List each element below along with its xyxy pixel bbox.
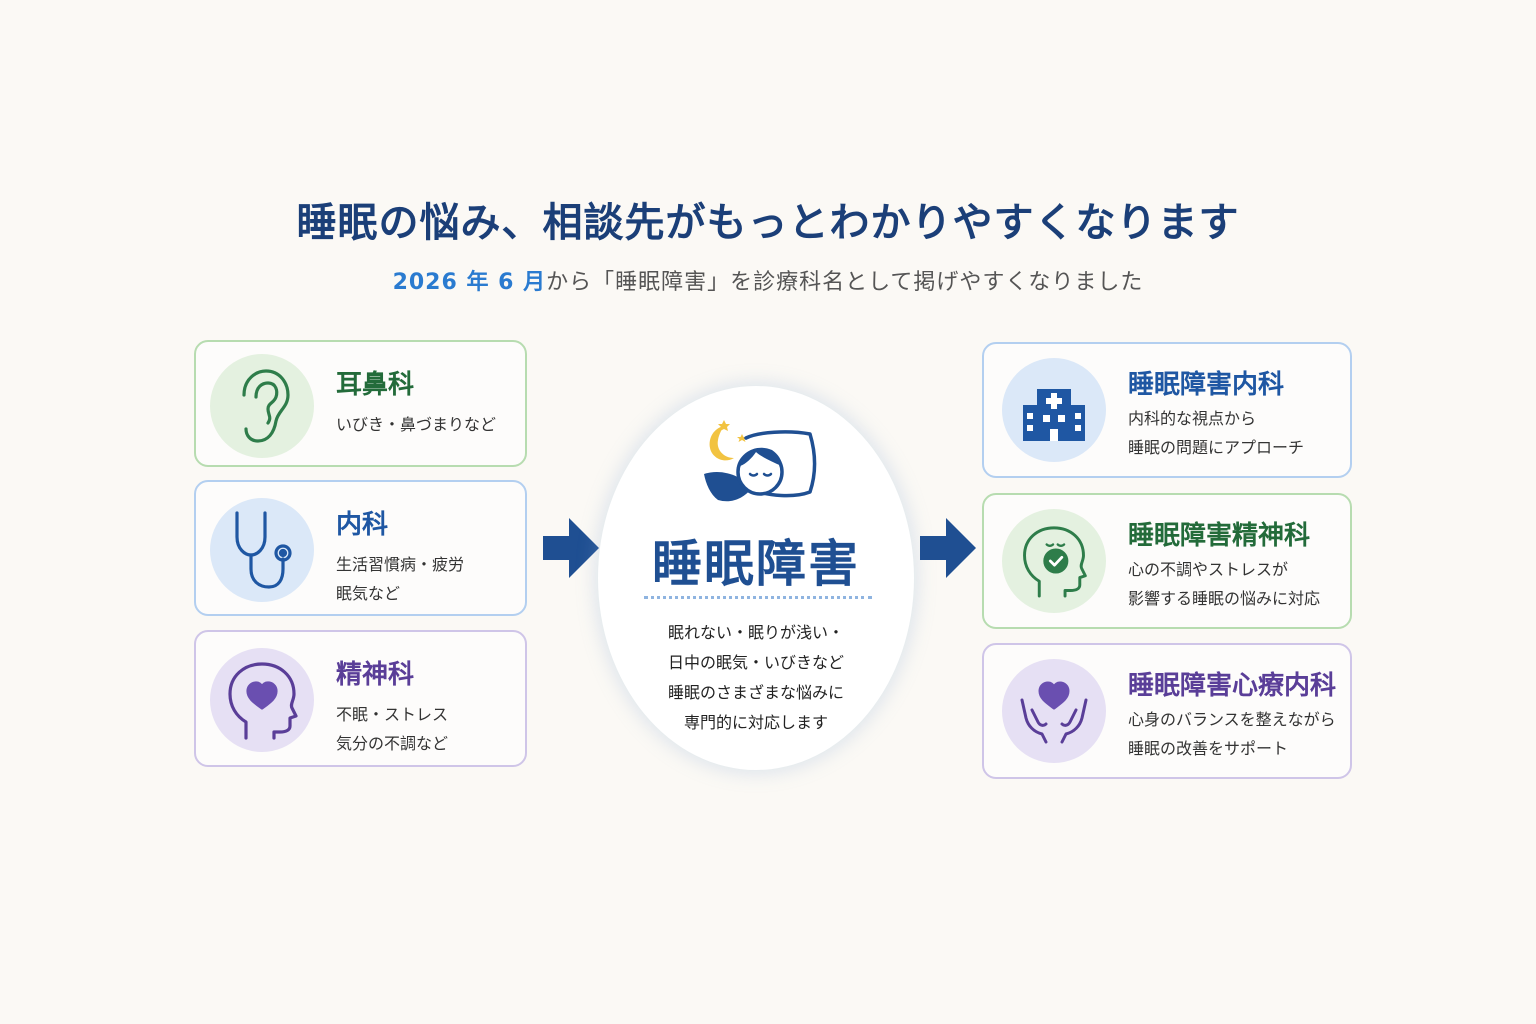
stethoscope-icon [210,498,314,602]
card-sleep-internal-medicine: 睡眠障害内科 内科的な視点から 睡眠の問題にアプローチ [982,342,1352,478]
ear-icon [210,354,314,458]
card-sleep-psychosomatic: 睡眠障害心療内科 心身のバランスを整えながら 睡眠の改善をサポート [982,643,1352,779]
card-desc-line: 睡眠の改善をサポート [1128,739,1289,758]
card-desc-line: 心身のバランスを整えながら [1128,710,1336,729]
center-title: 睡眠障害 [652,535,860,593]
card-ent: 耳鼻科 いびき・鼻づまりなど [194,340,527,467]
subtitle-date: 2026 年 6 月 [392,270,547,295]
card-title: 睡眠障害内科 [1128,370,1285,400]
center-sleep-disorder: 睡眠障害 眠れない・眠りが浅い・ 日中の眠気・いびきなど 睡眠のさまざまな悩みに… [598,386,914,770]
center-desc-line: 睡眠のさまざまな悩みに [667,683,844,702]
card-title: 睡眠障害心療内科 [1128,671,1337,701]
center-desc-line: 専門的に対応します [683,713,828,732]
card-description: 内科的な視点から 睡眠の問題にアプローチ [1128,404,1304,462]
card-title: 耳鼻科 [336,370,415,400]
card-title: 精神科 [336,660,415,690]
dotted-divider [644,596,872,599]
center-desc-line: 眠れない・眠りが浅い・ [667,623,844,642]
card-description: いびき・鼻づまりなど [336,410,496,439]
card-desc-line: 眠気など [336,584,401,603]
card-description: 不眠・ストレス 気分の不調など [336,700,448,758]
head-heart-icon [210,648,314,752]
hands-heart-icon [1002,659,1106,763]
page-title: 睡眠の悩み、相談先がもっとわかりやすくなります [296,200,1240,246]
card-sleep-psychiatry: 睡眠障害精神科 心の不調やストレスが 影響する睡眠の悩みに対応 [982,493,1352,629]
card-desc-line: 生活習慣病・疲労 [336,555,465,574]
card-internal-medicine: 内科 生活習慣病・疲労 眠気など [194,480,527,616]
page-subtitle: 2026 年 6 月から「睡眠障害」を診療科名として掲げやすくなりました [0,264,1536,296]
arrow-right-icon [543,518,599,578]
sleeping-person-icon [704,420,817,502]
card-title: 内科 [336,510,389,540]
card-desc-line: 影響する睡眠の悩みに対応 [1128,589,1321,608]
hospital-icon [1002,358,1106,462]
center-description: 眠れない・眠りが浅い・ 日中の眠気・いびきなど 睡眠のさまざまな悩みに 専門的に… [598,618,914,738]
card-desc-line: 気分の不調など [336,734,449,753]
card-desc-line: 睡眠の問題にアプローチ [1128,438,1305,457]
card-desc-line: 心の不調やストレスが [1128,560,1289,579]
card-description: 生活習慣病・疲労 眠気など [336,550,464,608]
subtitle-text: から「睡眠障害」を診療科名として掲げやすくなりました [546,270,1144,295]
head-check-icon [1002,509,1106,613]
center-desc-line: 日中の眠気・いびきなど [667,653,844,672]
card-desc-line: いびき・鼻づまりなど [336,415,497,434]
arrow-right-icon [920,518,976,578]
card-description: 心身のバランスを整えながら 睡眠の改善をサポート [1128,705,1336,763]
card-desc-line: 内科的な視点から [1128,409,1257,428]
card-desc-line: 不眠・ストレス [336,705,449,724]
card-psychiatry: 精神科 不眠・ストレス 気分の不調など [194,630,527,767]
card-description: 心の不調やストレスが 影響する睡眠の悩みに対応 [1128,555,1320,613]
card-title: 睡眠障害精神科 [1128,521,1311,551]
